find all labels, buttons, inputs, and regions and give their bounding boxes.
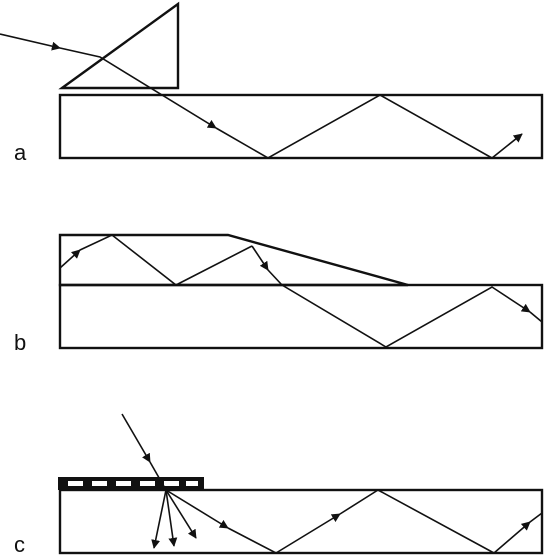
incident-beam-a — [0, 33, 61, 51]
diffracted-ray-1 — [151, 489, 167, 549]
panel-b: b — [14, 233, 544, 355]
ray-segment-1-b — [79, 234, 253, 286]
panel-c: c — [14, 413, 544, 557]
waveguide-slab-a — [58, 93, 544, 160]
tapered-waveguide — [58, 233, 409, 287]
refracted-beam-a — [59, 47, 217, 129]
ray-arrow-1-b — [59, 249, 81, 269]
diffracted-ray-3 — [165, 489, 197, 539]
guided-ray-b — [267, 269, 531, 348]
guided-ray-c-2 — [339, 489, 531, 554]
waveguide-slab-b — [58, 283, 544, 350]
guided-ray-a — [215, 94, 523, 159]
panel-label-b: b — [14, 330, 26, 355]
waveguide-slab-c — [58, 488, 544, 555]
diffracted-ray-2 — [165, 489, 178, 547]
grating — [58, 477, 204, 490]
ray-exit-b — [529, 311, 543, 323]
diffracted-ray-4 — [165, 489, 229, 529]
panel-label-c: c — [14, 532, 25, 557]
prism-coupler — [58, 1, 180, 90]
ray-exit-c — [529, 512, 543, 523]
panel-label-a: a — [14, 140, 27, 165]
ray-arrow-2-b — [251, 245, 269, 271]
guided-ray-c-1 — [227, 513, 341, 554]
incident-beam-c — [121, 413, 151, 463]
incident-beam-c-tail — [149, 461, 167, 491]
panel-a: a — [0, 1, 544, 165]
